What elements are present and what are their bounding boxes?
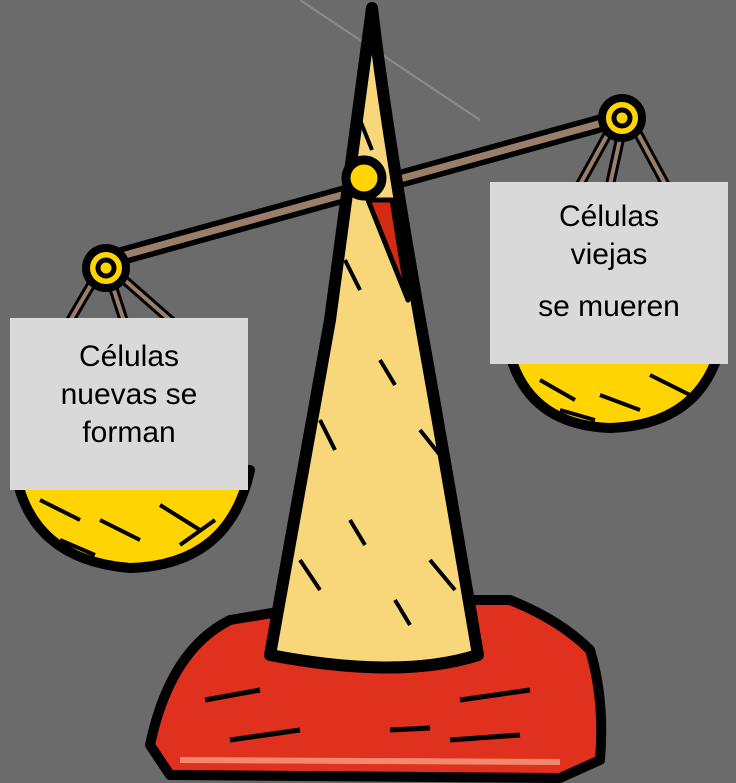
label-new-cells-line-1: Células	[10, 338, 248, 376]
left-hook-knob	[86, 248, 126, 288]
label-new-cells: Células nuevas se forman	[10, 318, 248, 490]
label-old-cells-line-3: se mueren	[490, 288, 728, 326]
label-new-cells-line-3: forman	[10, 414, 248, 452]
scale-pillar	[270, 8, 478, 668]
scale-pivot	[346, 160, 382, 196]
right-pan	[510, 355, 718, 428]
label-new-cells-line-2: nuevas se	[10, 376, 248, 414]
right-hook-knob	[602, 98, 642, 138]
label-old-cells-line-2: viejas	[490, 236, 728, 274]
label-old-cells: Células viejas se mueren	[490, 182, 728, 364]
label-old-cells-line-1: Células	[490, 198, 728, 236]
